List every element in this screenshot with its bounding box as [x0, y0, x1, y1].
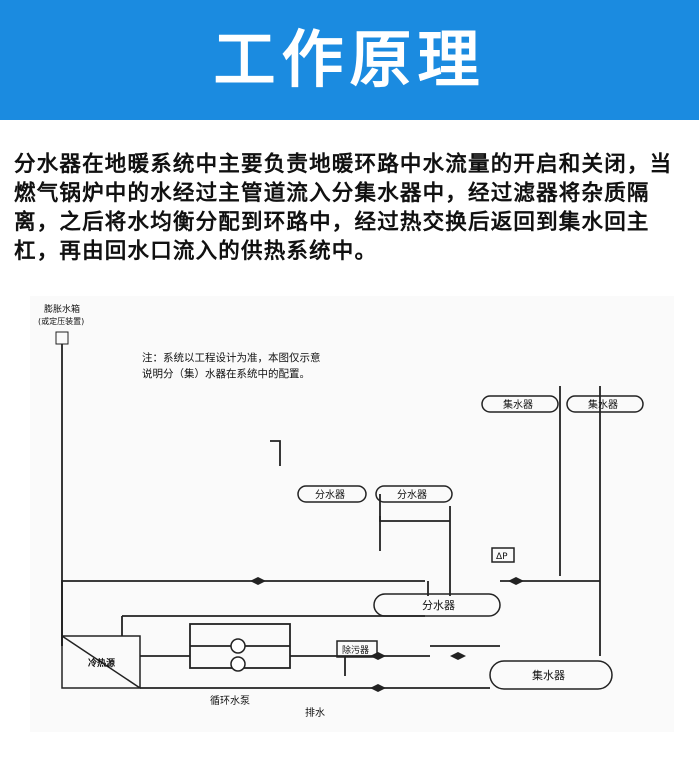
distributor-main-label: 分水器: [422, 599, 455, 612]
collector-main-label: 集水器: [532, 668, 565, 682]
drain-label: 排水: [305, 706, 325, 719]
pump-label: 循环水泵: [210, 694, 250, 707]
distributor-mid-label-2: 分水器: [397, 489, 427, 501]
collector-top-label: 集水器: [503, 398, 533, 411]
note-line-2: 说明分（集）水器在系统中的配置。: [142, 367, 310, 380]
filter-label: 除污器: [342, 644, 369, 656]
note-line-1: 注：系统以工程设计为准，本图仅示意: [142, 351, 321, 364]
expansion-tank-label: 膨胀水箱: [44, 303, 80, 315]
page-title: 工作原理: [213, 23, 486, 96]
exchanger-label: 冷热源: [88, 657, 115, 669]
collector-top-label-2: 集水器: [588, 398, 618, 411]
system-diagram: 膨胀水箱 (或定压装置) 注：系统以工程设计为准，本图仅示意 说明分（集）水器在…: [30, 296, 674, 732]
expansion-tank-sublabel: (或定压装置): [38, 316, 84, 326]
description-text: 分水器在地暖系统中主要负责地暖环路中水流量的开启和关闭，当燃气锅炉中的水经过主管…: [14, 152, 673, 264]
distributor-mid-label: 分水器: [315, 489, 345, 501]
header-banner: 工作原理: [0, 0, 699, 120]
dp-label: ΔP: [496, 552, 508, 562]
